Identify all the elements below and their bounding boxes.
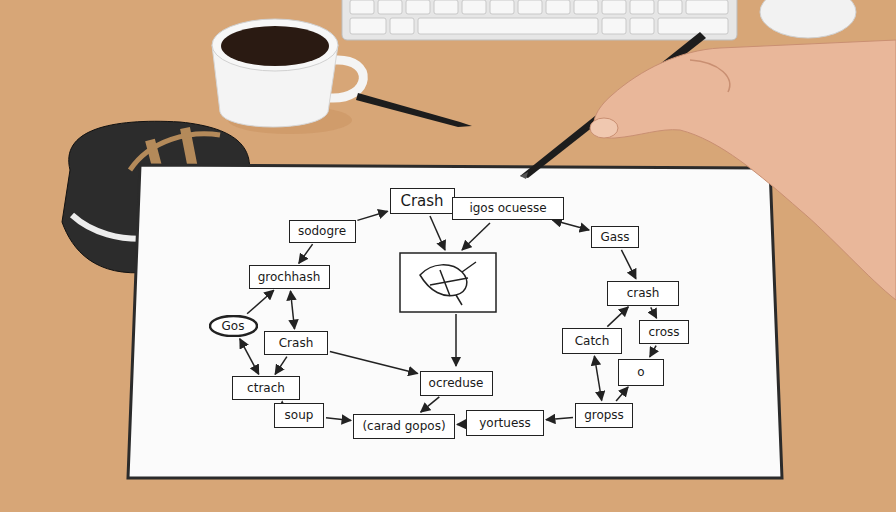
node-label: igos ocuesse bbox=[469, 201, 546, 215]
flow-arrow bbox=[357, 211, 387, 220]
node-label: Crash bbox=[279, 336, 314, 350]
node-label: ocreduse bbox=[429, 376, 484, 390]
ellipse-node: Gos bbox=[209, 315, 258, 337]
flow-arrow bbox=[607, 307, 628, 327]
flow-arrow bbox=[299, 244, 313, 263]
node-label: yortuess bbox=[479, 416, 531, 430]
flow-arrow bbox=[594, 356, 601, 401]
flow-arrow bbox=[457, 423, 464, 425]
flow-arrow bbox=[651, 307, 657, 318]
process-box: o bbox=[618, 359, 664, 386]
flow-arrow bbox=[546, 418, 573, 420]
process-box: Catch bbox=[562, 328, 622, 354]
node-label: o bbox=[637, 365, 644, 379]
process-box: yortuess bbox=[466, 410, 544, 436]
flow-arrow bbox=[650, 346, 656, 357]
flow-arrow bbox=[326, 418, 351, 421]
process-box: igos ocuesse bbox=[452, 197, 564, 220]
process-box: gropss bbox=[575, 403, 633, 428]
node-label: grochhash bbox=[258, 270, 321, 284]
flow-arrow bbox=[275, 357, 287, 375]
process-box: (carad gopos) bbox=[353, 414, 455, 439]
flow-arrow bbox=[291, 291, 295, 329]
node-label: Crash bbox=[400, 192, 443, 210]
flow-arrow bbox=[621, 250, 636, 279]
flow-arrow bbox=[421, 397, 440, 412]
process-box: Crash bbox=[264, 331, 328, 355]
node-label: Catch bbox=[575, 334, 610, 348]
process-box: ocreduse bbox=[420, 371, 493, 396]
node-label: ctrach bbox=[247, 381, 285, 395]
process-box: grochhash bbox=[249, 265, 330, 289]
process-box: sodogre bbox=[289, 220, 356, 243]
node-label: (carad gopos) bbox=[362, 419, 445, 433]
flow-arrow bbox=[552, 220, 589, 230]
node-label: gropss bbox=[584, 408, 624, 422]
process-box: soup bbox=[274, 403, 324, 428]
flow-arrow bbox=[240, 339, 259, 374]
node-label: cross bbox=[648, 325, 679, 339]
process-box: cross bbox=[639, 320, 689, 344]
node-label: soup bbox=[285, 408, 314, 422]
process-box: ctrach bbox=[232, 376, 300, 400]
node-label: Gass bbox=[600, 230, 629, 244]
flow-arrow bbox=[330, 352, 418, 374]
process-box: Crash bbox=[390, 188, 455, 214]
flow-arrow bbox=[616, 387, 628, 401]
node-label: crash bbox=[627, 286, 660, 300]
node-label: Gos bbox=[222, 319, 245, 333]
process-box: Gass bbox=[591, 226, 639, 248]
node-label: sodogre bbox=[298, 224, 346, 238]
process-box: crash bbox=[607, 281, 679, 306]
flow-arrow bbox=[247, 290, 274, 313]
